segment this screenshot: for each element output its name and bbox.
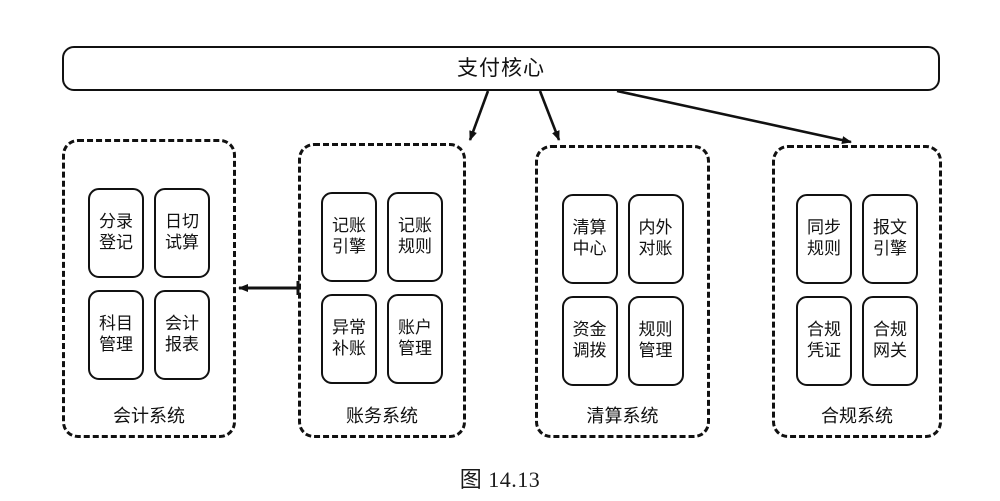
- unit-subject-management[interactable]: 科目 管理: [88, 290, 144, 380]
- unit-rule-management[interactable]: 规则 管理: [627, 296, 684, 386]
- group-ledger-label: 账务系统: [346, 406, 418, 426]
- unit-line1: 科目: [99, 314, 133, 334]
- unit-compliance-voucher[interactable]: 合规 凭证: [796, 296, 852, 386]
- unit-daily-cutoff-trial[interactable]: 日切 试算: [154, 188, 210, 278]
- group-accounting-units: 分录 登记 日切 试算 科目 管理 会计 报表: [65, 188, 233, 380]
- unit-line1: 合规: [873, 320, 907, 340]
- unit-line2: 调拨: [572, 341, 607, 360]
- unit-message-engine[interactable]: 报文 引擎: [862, 194, 918, 284]
- unit-line2: 登记: [99, 233, 133, 252]
- unit-bookkeeping-rule[interactable]: 记账 规则: [387, 192, 443, 282]
- group-ledger-system: 记账 引擎 记账 规则 异常 补账 账户 管理 账务系统: [298, 143, 466, 438]
- group-compliance-system: 同步 规则 报文 引擎 合规 凭证 合规 网关 合规系统: [772, 145, 942, 438]
- unit-sync-rule[interactable]: 同步 规则: [796, 194, 852, 284]
- arrow-core-to-clearing: [538, 90, 561, 141]
- unit-line2: 管理: [638, 341, 673, 360]
- unit-line2: 补账: [332, 339, 366, 358]
- unit-line1: 规则: [638, 320, 673, 340]
- unit-line1: 内外: [638, 218, 673, 238]
- group-ledger-units: 记账 引擎 记账 规则 异常 补账 账户 管理: [301, 192, 463, 384]
- unit-line1: 分录: [99, 212, 133, 232]
- unit-line1: 合规: [807, 320, 841, 340]
- unit-line1: 记账: [332, 216, 366, 236]
- group-clearing-system: 清算 中心 内外 对账 资金 调拨 规则 管理 清算系统: [535, 145, 710, 438]
- group-accounting-label: 会计系统: [113, 406, 185, 426]
- unit-line1: 账户: [398, 318, 432, 338]
- group-compliance-units: 同步 规则 报文 引擎 合规 凭证 合规 网关: [775, 194, 939, 386]
- payment-core-box: 支付核心: [62, 46, 940, 91]
- unit-bookkeeping-engine[interactable]: 记账 引擎: [321, 192, 377, 282]
- unit-exception-repair[interactable]: 异常 补账: [321, 294, 377, 384]
- group-compliance-label: 合规系统: [821, 406, 893, 426]
- unit-line1: 报文: [873, 218, 907, 238]
- unit-line1: 记账: [398, 216, 432, 236]
- unit-line2: 管理: [398, 339, 432, 358]
- unit-line2: 引擎: [332, 237, 366, 256]
- unit-fund-allocation[interactable]: 资金 调拨: [561, 296, 618, 386]
- unit-line1: 清算: [572, 218, 607, 238]
- unit-line2: 引擎: [873, 239, 907, 258]
- group-accounting-system: 分录 登记 日切 试算 科目 管理 会计 报表 会计系统: [62, 139, 236, 438]
- unit-line2: 中心: [572, 239, 607, 258]
- unit-line2: 管理: [99, 335, 133, 354]
- group-clearing-label: 清算系统: [586, 406, 659, 426]
- unit-compliance-gateway[interactable]: 合规 网关: [862, 296, 918, 386]
- unit-line2: 规则: [807, 239, 841, 258]
- unit-journal-entry[interactable]: 分录 登记: [88, 188, 144, 278]
- unit-clearing-center[interactable]: 清算 中心: [561, 194, 618, 284]
- unit-internal-external-reconciliation[interactable]: 内外 对账: [627, 194, 684, 284]
- payment-core-label: 支付核心: [457, 57, 545, 80]
- unit-line2: 凭证: [807, 341, 841, 360]
- figure-caption: 图 14.13: [459, 467, 541, 492]
- group-clearing-units: 清算 中心 内外 对账 资金 调拨 规则 管理: [538, 194, 707, 386]
- unit-line2: 试算: [165, 233, 199, 252]
- arrow-core-to-compliance: [616, 89, 852, 144]
- unit-line1: 异常: [332, 318, 366, 338]
- unit-line2: 网关: [873, 341, 907, 360]
- unit-line1: 会计: [165, 314, 199, 334]
- arrow-core-to-ledger: [468, 90, 490, 141]
- unit-accounting-report[interactable]: 会计 报表: [154, 290, 210, 380]
- unit-line2: 对账: [638, 239, 673, 258]
- unit-line2: 规则: [398, 237, 432, 256]
- unit-line1: 资金: [572, 320, 607, 340]
- unit-line1: 同步: [807, 218, 841, 238]
- unit-line1: 日切: [165, 212, 199, 232]
- unit-account-management[interactable]: 账户 管理: [387, 294, 443, 384]
- unit-line2: 报表: [165, 335, 199, 354]
